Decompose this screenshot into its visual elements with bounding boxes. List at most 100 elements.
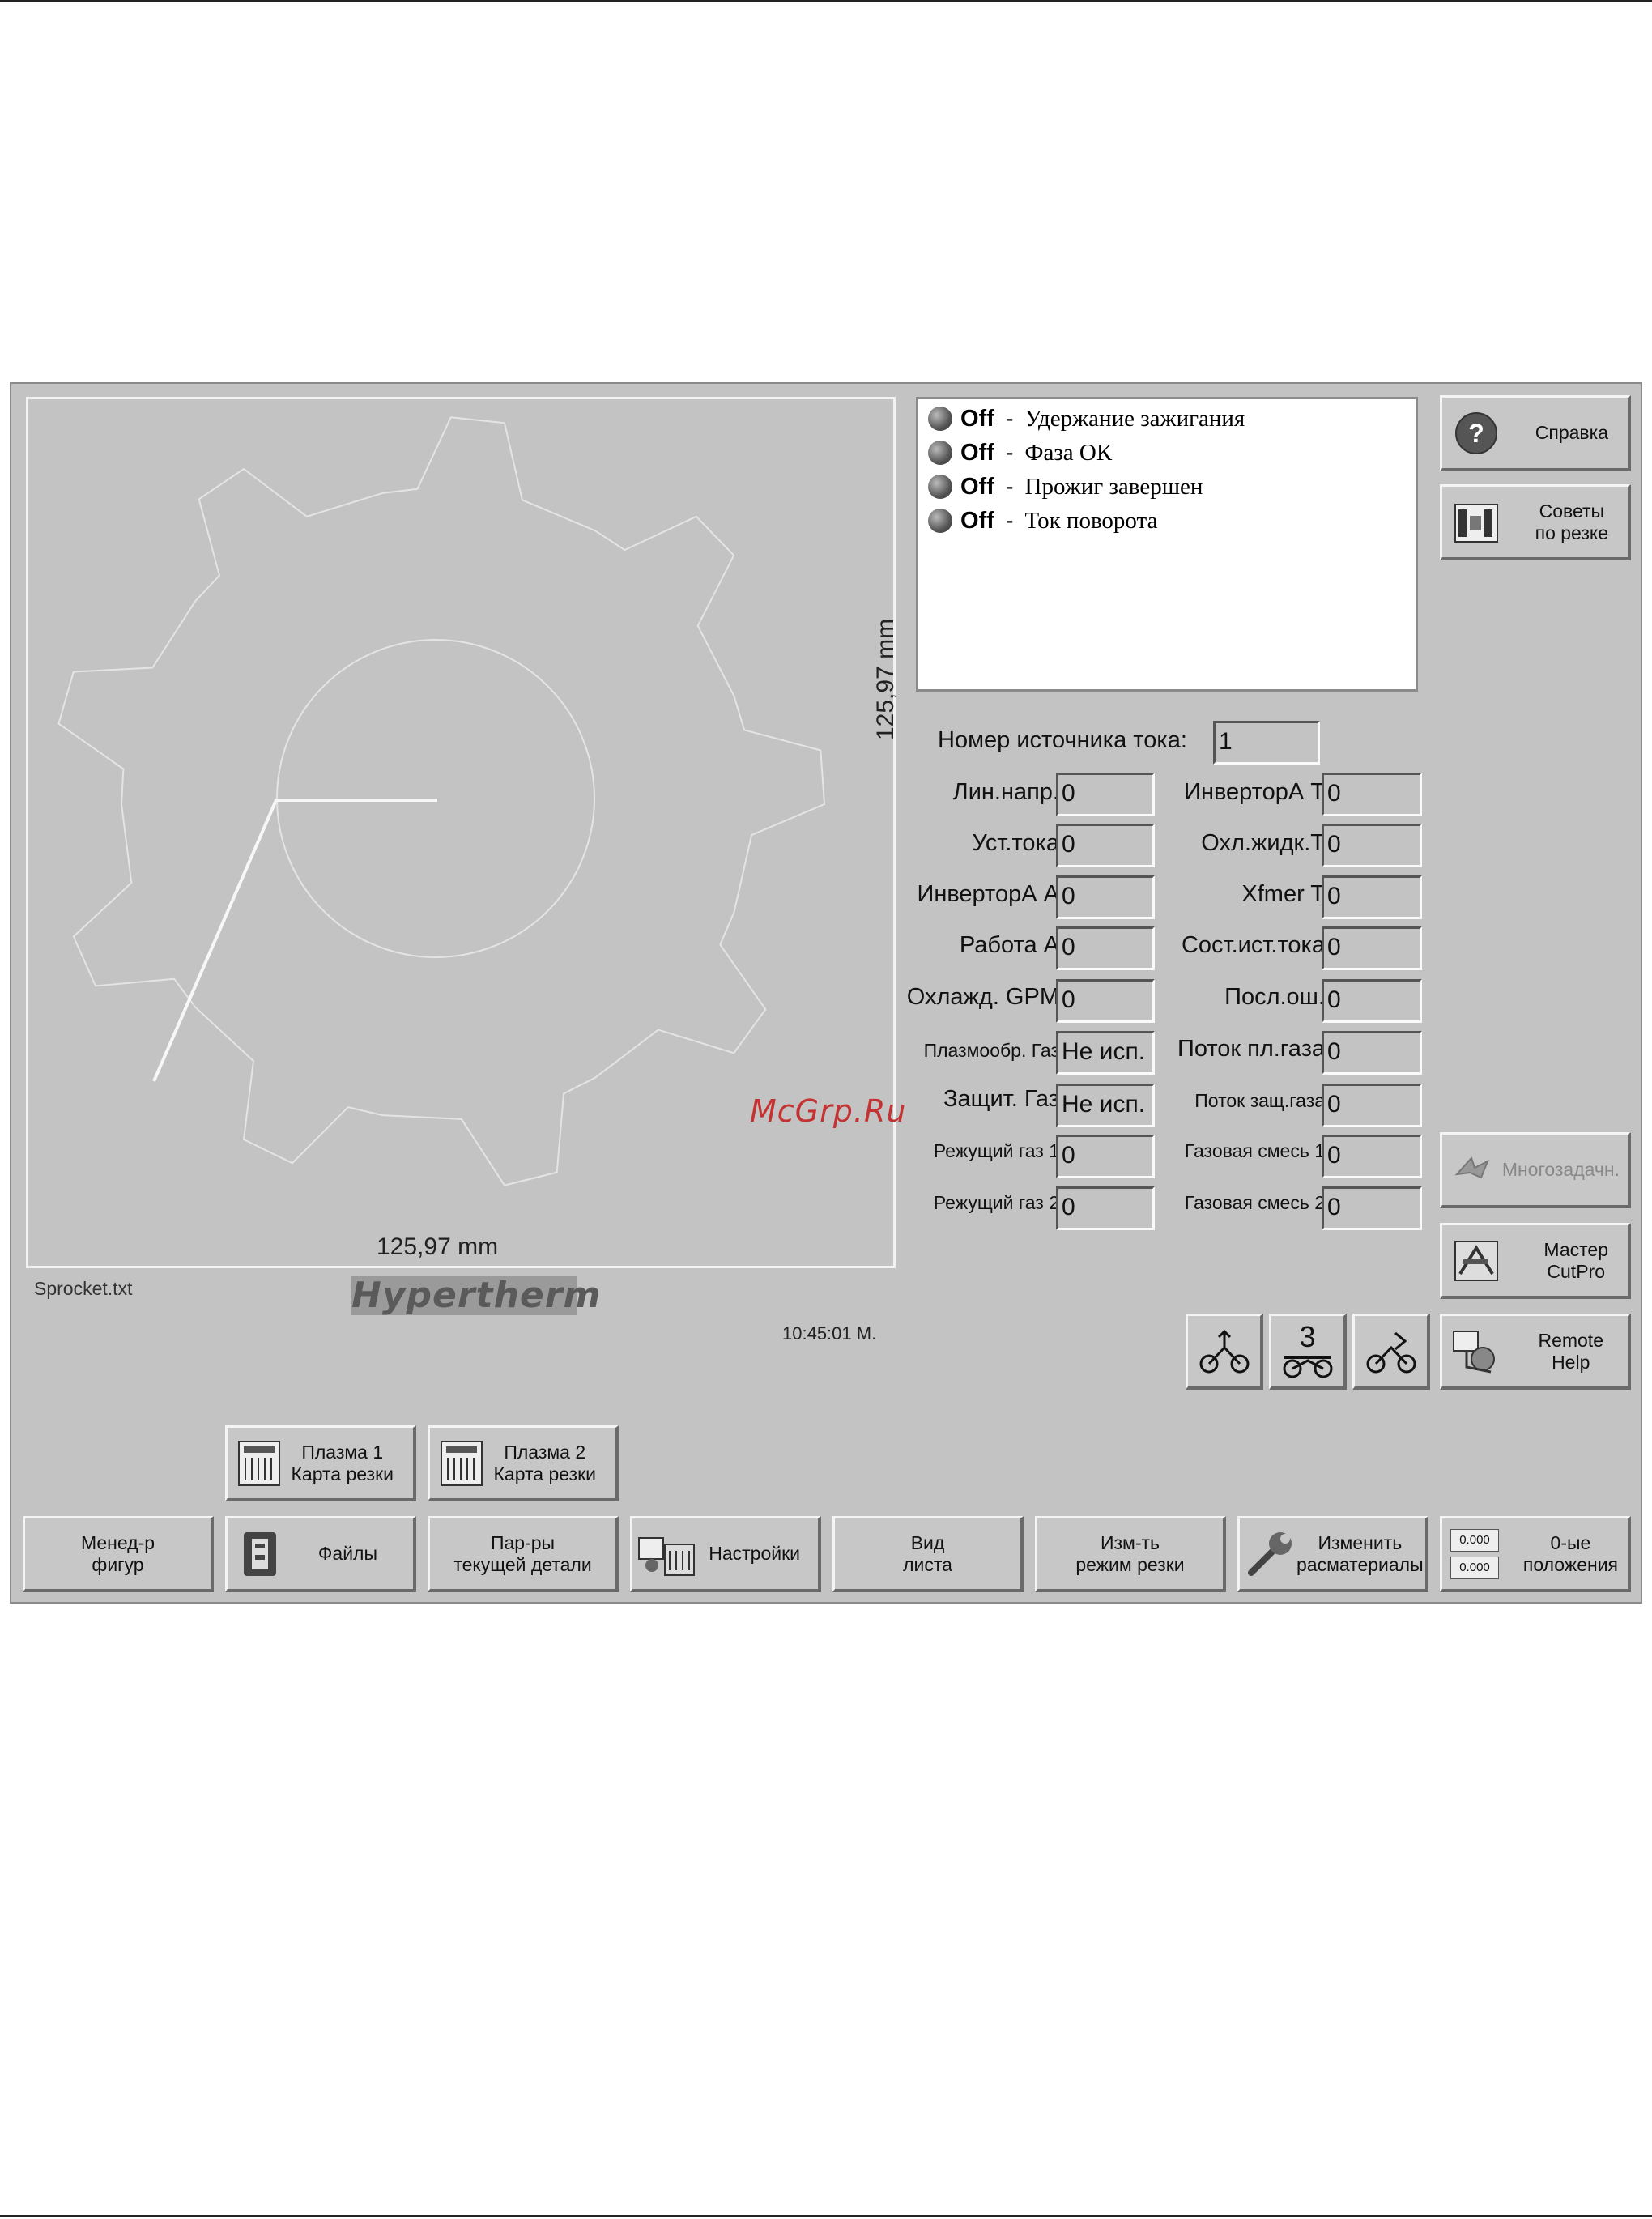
status-label: Фаза ОК xyxy=(1024,439,1113,466)
zero-y-value: 0.000 xyxy=(1450,1556,1499,1579)
cut-gas-1-field[interactable]: 0 xyxy=(1056,1135,1155,1178)
gas-mix-1-label: Газовая смесь 1 xyxy=(1184,1140,1325,1161)
files-button[interactable]: Файлы xyxy=(225,1516,416,1592)
transformer-temp-field[interactable]: 0 xyxy=(1322,875,1422,919)
status-state: Off xyxy=(960,507,994,534)
plasma-gas-label: Плазмообр. Газ xyxy=(923,1040,1059,1061)
power-source-label: Номер источника тока: xyxy=(938,727,1187,753)
coolant-gpm-label: Охлажд. GPM xyxy=(906,984,1059,1010)
cut-gas-2-label: Режущий газ 2 xyxy=(933,1192,1059,1213)
status-led-icon xyxy=(928,509,952,533)
part-preview-canvas[interactable]: 125,97 mm xyxy=(26,397,896,1268)
page-bottom-rule xyxy=(0,2215,1652,2217)
width-dimension: 125,97 mm xyxy=(377,1233,499,1260)
wrench-icon xyxy=(1243,1527,1296,1581)
shield-gas-label: Защит. Газ xyxy=(943,1086,1059,1112)
setups-button[interactable]: Настройки xyxy=(630,1516,821,1592)
help-button-label: Справка xyxy=(1535,422,1608,443)
status-led-icon xyxy=(928,407,952,431)
status-label: Прожиг завершен xyxy=(1024,473,1203,500)
status-led-icon xyxy=(928,475,952,499)
inverter-a-amps-field[interactable]: 0 xyxy=(1056,875,1155,919)
work-amps-label: Работа А xyxy=(959,932,1059,958)
torch-up-button[interactable] xyxy=(1186,1314,1263,1390)
shield-gas-field[interactable]: Не исп. xyxy=(1056,1084,1155,1127)
position-readout: 0.000 0.000 xyxy=(1450,1528,1499,1579)
transformer-temp-label: Xfmer T xyxy=(1241,881,1325,907)
status-led-icon xyxy=(928,441,952,465)
plasma-gas-field[interactable]: Не исп. xyxy=(1056,1031,1155,1075)
zero-x-value: 0.000 xyxy=(1450,1528,1499,1552)
torch-up-icon xyxy=(1196,1323,1253,1380)
torch-number: 3 xyxy=(1299,1319,1316,1353)
inverter-a-temp-label: ИнверторА Т xyxy=(1184,779,1325,805)
status-row: Off - Фаза ОК xyxy=(928,437,1112,469)
clock: 10:45:01 M. xyxy=(782,1323,877,1344)
files-icon xyxy=(239,1529,284,1579)
last-error-field[interactable]: 0 xyxy=(1322,979,1422,1023)
current-setpoint-field[interactable]: 0 xyxy=(1056,824,1155,867)
cnc-screen: 125,97 mm 125,97 mm Sprocket.txt Hyperth… xyxy=(10,382,1642,1604)
cut-tips-icon xyxy=(1452,498,1501,547)
torch-icon xyxy=(1279,1351,1336,1380)
line-voltage-label: Лин.напр. xyxy=(952,779,1059,805)
shield-gas-flow-label: Поток защ.газа xyxy=(1194,1090,1325,1111)
coolant-gpm-field[interactable]: 0 xyxy=(1056,979,1155,1023)
plasma-gas-flow-label: Поток пл.газа xyxy=(1177,1036,1325,1062)
help-button[interactable]: ? Справка xyxy=(1440,395,1631,471)
status-separator: - xyxy=(1005,507,1014,534)
cut-gas-1-label: Режущий газ 1 xyxy=(933,1140,1059,1161)
inverter-a-temp-field[interactable]: 0 xyxy=(1322,773,1422,816)
plasma-gas-flow-field[interactable]: 0 xyxy=(1322,1031,1422,1075)
status-state: Off xyxy=(960,405,994,432)
status-separator: - xyxy=(1005,439,1014,466)
files-label: Файлы xyxy=(317,1543,377,1564)
cutpro-icon xyxy=(1452,1237,1501,1285)
power-source-field[interactable]: 1 xyxy=(1213,721,1320,765)
input-status-list: Off - Удержание зажигания Off - Фаза ОК … xyxy=(916,397,1418,692)
gas-mix-2-label: Газовая смесь 2 xyxy=(1184,1192,1325,1213)
torch-select-button[interactable]: 3 xyxy=(1269,1314,1347,1390)
question-icon: ? xyxy=(1454,411,1499,456)
gas-mix-2-field[interactable]: 0 xyxy=(1322,1186,1422,1230)
shield-gas-flow-field[interactable]: 0 xyxy=(1322,1084,1422,1127)
status-row: Off - Ток поворота xyxy=(928,505,1157,537)
torch-down-button[interactable] xyxy=(1352,1314,1430,1390)
status-separator: - xyxy=(1005,405,1014,432)
power-supply-state-field[interactable]: 0 xyxy=(1322,926,1422,970)
line-voltage-field[interactable]: 0 xyxy=(1056,773,1155,816)
gas-mix-1-field[interactable]: 0 xyxy=(1322,1135,1422,1178)
torch-down-icon xyxy=(1363,1323,1420,1380)
multitask-button[interactable]: Многозадачн. xyxy=(1440,1132,1631,1208)
power-supply-state-label: Сост.ист.тока xyxy=(1181,932,1325,958)
work-amps-field[interactable]: 0 xyxy=(1056,926,1155,970)
height-dimension: 125,97 mm xyxy=(872,618,899,740)
inverter-a-amps-label: ИнверторА А xyxy=(917,881,1059,907)
status-row: Off - Удержание зажигания xyxy=(928,402,1245,435)
setups-icon xyxy=(636,1530,700,1578)
file-name: Sprocket.txt xyxy=(34,1278,133,1299)
cut-gas-2-field[interactable]: 0 xyxy=(1056,1186,1155,1230)
status-separator: - xyxy=(1005,473,1014,500)
coolant-temp-field[interactable]: 0 xyxy=(1322,824,1422,867)
